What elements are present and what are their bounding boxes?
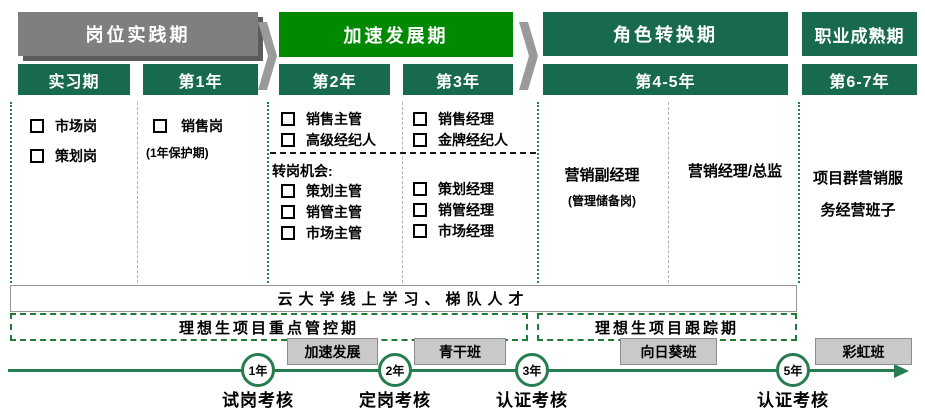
milestone-circle-year1: 1年 <box>241 353 275 387</box>
timeline-axis <box>8 369 896 372</box>
year-box-year6-7: 第6-7年 <box>802 64 917 95</box>
item-label: 策划经理 <box>438 181 494 197</box>
reserve-post-note: (管理储备岗) <box>568 194 636 208</box>
list-item: 销售经理 <box>413 109 494 129</box>
list-item: 策划主管 <box>281 181 362 201</box>
year-box-year2: 第2年 <box>279 64 390 95</box>
list-item: 策划经理 <box>413 179 494 199</box>
checkbox-icon <box>281 226 295 240</box>
list-item: 金牌经纪人 <box>413 130 508 150</box>
item-label: 策划主管 <box>306 183 362 199</box>
dashed-column-divider <box>668 102 669 283</box>
stage3-header: 角色转换期 <box>543 12 788 56</box>
program-badge-sunflower: 向日葵班 <box>620 338 717 365</box>
checkbox-icon <box>153 119 167 133</box>
list-item: 市场经理 <box>413 221 494 241</box>
checkbox-icon <box>413 224 427 238</box>
dotted-divider <box>798 102 800 283</box>
milestone-label-confirm: 定岗考核 <box>359 391 431 410</box>
key-control-banner: 理想生项目重点管控期 <box>10 313 528 341</box>
checkbox-icon <box>413 203 427 217</box>
milestone-circle-year3: 3年 <box>515 353 549 387</box>
protection-period-note: (1年保护期) <box>146 146 209 160</box>
program-badge-accelerate: 加速发展 <box>287 338 378 365</box>
item-label: 市场岗 <box>55 118 97 134</box>
dashed-column-divider <box>137 102 138 283</box>
online-learning-banner: 云大学线上学习、梯队人才 <box>10 285 797 312</box>
list-item: 销管经理 <box>413 200 494 220</box>
timeline-arrowhead-icon <box>894 364 909 378</box>
checkbox-icon <box>281 184 295 198</box>
checkbox-icon <box>281 112 295 126</box>
year-box-year1: 第1年 <box>143 64 258 95</box>
tracking-banner: 理想生项目跟踪期 <box>537 313 797 341</box>
milestone-label-cert1: 认证考核 <box>496 391 568 410</box>
list-item: 销售岗 <box>153 116 223 136</box>
program-badge-qingan: 青干班 <box>414 338 506 365</box>
role-manager-director: 营销经理/总监 <box>687 163 783 180</box>
checkbox-icon <box>30 119 44 133</box>
year-box-internship: 实习期 <box>18 64 130 95</box>
transfer-heading: 转岗机会: <box>272 163 333 179</box>
item-label: 销售岗 <box>181 118 223 134</box>
item-label: 市场主管 <box>306 225 362 241</box>
checkbox-icon <box>30 149 44 163</box>
arrow-right-icon <box>258 22 277 90</box>
list-item: 市场主管 <box>281 223 362 243</box>
list-item: 策划岗 <box>30 146 97 166</box>
milestone-label-trial: 试岗考核 <box>222 391 294 410</box>
role-project-group-team: 项目群营销服务经营班子 <box>812 170 903 219</box>
tracking-label: 理想生项目跟踪期 <box>594 319 739 337</box>
item-label: 销管主管 <box>306 204 362 220</box>
list-item: 销管主管 <box>281 202 362 222</box>
stage1-header: 岗位实践期 <box>18 12 258 56</box>
milestone-circle-year2: 2年 <box>378 353 412 387</box>
dashed-row-divider <box>270 152 536 154</box>
list-item: 销售主管 <box>281 109 362 129</box>
item-label: 策划岗 <box>55 148 97 164</box>
list-item: 高级经纪人 <box>281 130 376 150</box>
milestone-label-cert2: 认证考核 <box>757 391 829 410</box>
dotted-divider <box>10 102 12 283</box>
role-deputy-manager: 营销副经理 <box>564 167 640 184</box>
item-label: 销售主管 <box>306 111 362 127</box>
program-badge-rainbow: 彩虹班 <box>815 338 912 365</box>
item-label: 高级经纪人 <box>306 132 376 148</box>
checkbox-icon <box>281 133 295 147</box>
dashed-column-divider <box>402 102 403 283</box>
item-label: 销售经理 <box>438 111 494 127</box>
year-box-year3: 第3年 <box>403 64 513 95</box>
checkbox-icon <box>413 133 427 147</box>
item-label: 销管经理 <box>438 202 494 218</box>
item-label: 市场经理 <box>438 223 494 239</box>
milestone-circle-year5: 5年 <box>776 353 810 387</box>
item-label: 金牌经纪人 <box>438 132 508 148</box>
list-item: 市场岗 <box>30 116 97 136</box>
stage2-header: 加速发展期 <box>279 12 513 57</box>
checkbox-icon <box>281 205 295 219</box>
stage4-header: 职业成熟期 <box>802 12 917 56</box>
checkbox-icon <box>413 182 427 196</box>
key-control-label: 理想生项目重点管控期 <box>178 319 359 337</box>
arrow-right-icon <box>519 22 538 90</box>
year-box-year4-5: 第4-5年 <box>543 64 788 95</box>
dotted-divider <box>537 102 539 283</box>
online-learning-label: 云大学线上学习、梯队人才 <box>277 291 530 308</box>
checkbox-icon <box>413 112 427 126</box>
dotted-divider <box>267 102 269 283</box>
